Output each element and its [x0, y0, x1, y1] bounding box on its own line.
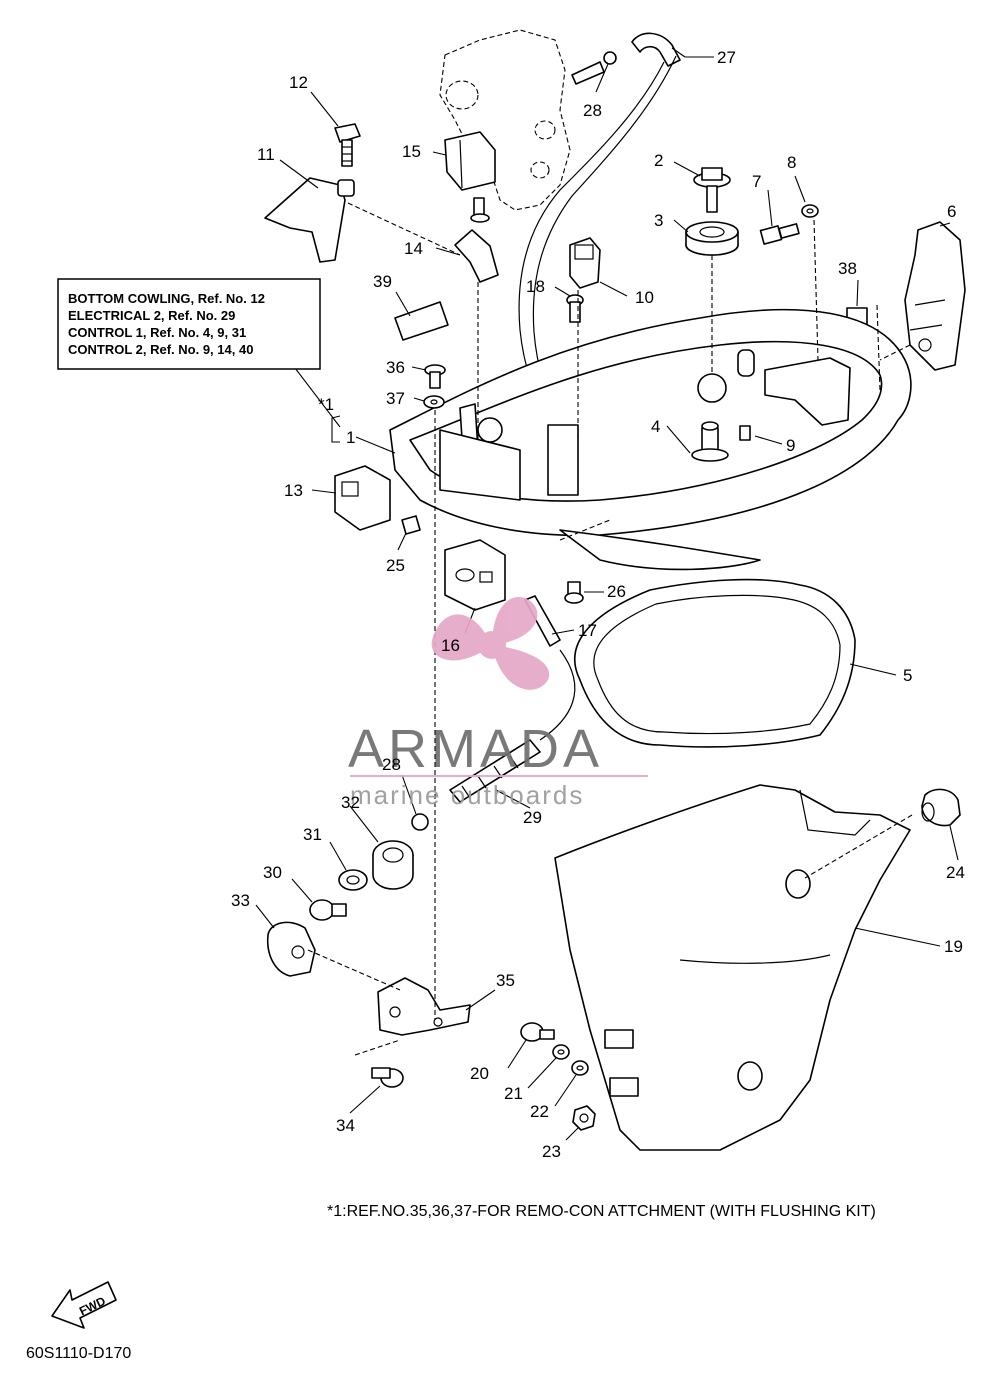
callout-28-top: 28: [583, 101, 602, 120]
bracket-35: [377, 977, 471, 1036]
callout-8: 8: [787, 153, 796, 172]
callout-39: 39: [373, 272, 392, 291]
callout-6: 6: [947, 202, 956, 221]
apron-19: [554, 784, 911, 1151]
armada-watermark: ARMADA marine outboards: [348, 597, 648, 810]
callout-13: 13: [284, 481, 303, 500]
callout-2: 2: [654, 151, 663, 170]
callout-27: 27: [717, 48, 736, 67]
callout-24: 24: [946, 863, 965, 882]
grommet-24: [921, 788, 961, 827]
plate-14: [454, 229, 499, 283]
callout-37: 37: [386, 389, 405, 408]
callout-23: 23: [542, 1142, 561, 1161]
propeller-logo-icon: [431, 597, 550, 690]
washer-21: [552, 1044, 570, 1060]
callout-32: 32: [341, 793, 360, 812]
bolt-7: [759, 223, 800, 245]
grommet-16: [444, 539, 506, 611]
screw-18: [566, 294, 584, 323]
pad-25: [401, 515, 421, 535]
callout-31: 31: [303, 825, 322, 844]
plug-30: [309, 899, 347, 921]
nut-32: [372, 840, 414, 890]
callout-28-lower: 28: [382, 755, 401, 774]
callout-11: 11: [257, 145, 275, 164]
clip-28-top: [571, 51, 617, 85]
reference-line-2: ELECTRICAL 2, Ref. No. 29: [68, 308, 235, 323]
callout-35: 35: [496, 971, 515, 990]
callout-25: 25: [386, 556, 405, 575]
footnote: *1:REF.NO.35,36,37-FOR REMO-CON ATTCHMEN…: [327, 1203, 876, 1220]
callout-19: 19: [944, 937, 963, 956]
bottom-cowling-1: [389, 308, 912, 571]
callout-30: 30: [263, 863, 282, 882]
engine-block-phantom: [439, 29, 571, 211]
bracket-11: [264, 177, 355, 263]
washer-8: [801, 204, 819, 218]
callout-15: 15: [402, 142, 421, 161]
callout-36: 36: [386, 358, 405, 377]
callout-16: 16: [441, 636, 460, 655]
screw-20: [520, 1022, 555, 1042]
screw-26: [564, 581, 584, 604]
screw-34: [371, 1067, 404, 1088]
harness-29: [449, 649, 576, 803]
callout-21: 21: [504, 1084, 523, 1103]
callout-1: 1: [346, 428, 355, 447]
lever-6: [904, 221, 966, 371]
callout-numbers: 1 2 3 4 5 6 7 8 9 10 11 12 13 14 15 16 1…: [231, 48, 965, 1161]
bolt-12: [334, 123, 361, 167]
callout-38: 38: [838, 259, 857, 278]
callout-20: 20: [470, 1064, 489, 1083]
reference-line-1: BOTTOM COWLING, Ref. No. 12: [68, 291, 265, 306]
label-39: [394, 301, 449, 341]
fwd-arrow-icon: FWD: [51, 1281, 117, 1329]
callout-33: 33: [231, 891, 250, 910]
screw-below-15: [470, 197, 490, 223]
bolt-2: [693, 167, 731, 213]
gasket-5: [574, 578, 856, 748]
callout-12: 12: [289, 73, 308, 92]
washer-22: [571, 1060, 589, 1076]
callout-7: 7: [752, 172, 761, 191]
grommet-13: [334, 465, 391, 531]
callout-4: 4: [651, 417, 660, 436]
grommet-15: [444, 131, 496, 191]
washer-31: [338, 869, 368, 891]
callout-3: 3: [654, 211, 663, 230]
grommet-33: [266, 921, 316, 977]
reference-line-4: CONTROL 2, Ref. No. 9, 14, 40: [68, 342, 253, 357]
washer-37: [423, 395, 445, 409]
watermark-brand: ARMADA: [348, 719, 603, 779]
clip-28-lower: [411, 813, 429, 831]
diagram-code: 60S1110-D170: [26, 1345, 131, 1362]
callout-29: 29: [523, 808, 542, 827]
reference-box: BOTTOM COWLING, Ref. No. 12 ELECTRICAL 2…: [57, 278, 321, 370]
grommet-10: [569, 237, 601, 289]
callout-10: 10: [635, 288, 654, 307]
callout-26: 26: [607, 582, 626, 601]
screw-36: [424, 364, 446, 389]
assembly-lines: [307, 202, 913, 1056]
note-marker: *1: [318, 395, 334, 414]
callout-17: 17: [578, 621, 597, 640]
callout-5: 5: [903, 666, 912, 685]
watermark-tagline: marine outboards: [350, 780, 584, 810]
callout-22: 22: [530, 1102, 549, 1121]
leader-lines: [255, 47, 959, 1141]
callout-18: 18: [526, 277, 545, 296]
reference-line-3: CONTROL 1, Ref. No. 4, 9, 31: [68, 325, 246, 340]
callout-14: 14: [404, 239, 423, 258]
grommet-3: [685, 221, 739, 256]
nut-23: [572, 1105, 596, 1131]
callout-34: 34: [336, 1116, 355, 1135]
callout-9: 9: [786, 436, 795, 455]
